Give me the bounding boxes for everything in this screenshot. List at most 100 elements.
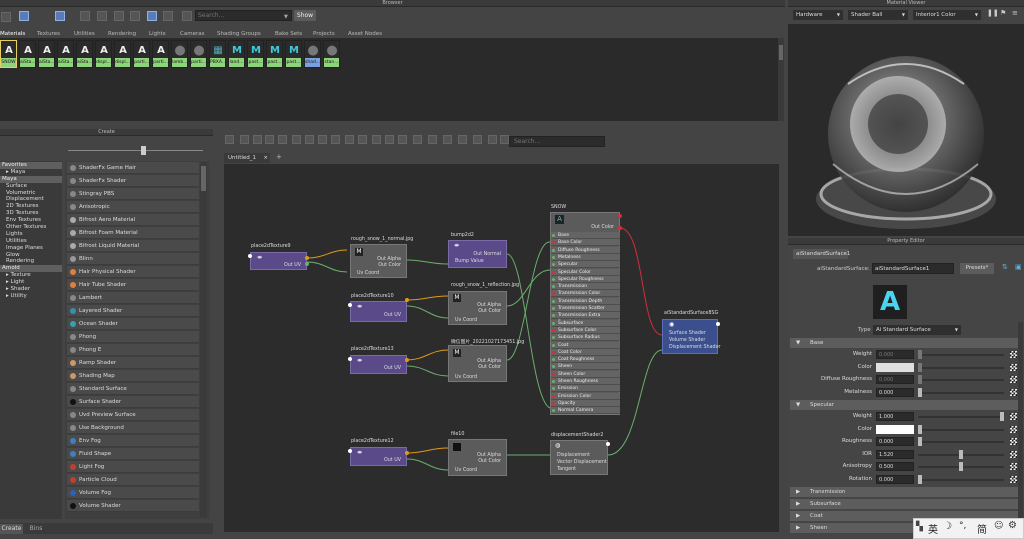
node-bump2d2[interactable]: ⇼ Out Normal Bump Value (448, 240, 507, 268)
snow-attr-row[interactable]: Specular Color (551, 268, 620, 276)
snow-attr-row[interactable]: Diffuse Roughness (551, 246, 620, 254)
shader-item[interactable]: Ocean Shader (67, 318, 199, 330)
bookmark-icon[interactable] (443, 135, 452, 144)
tree-item[interactable]: Favorites (0, 162, 62, 169)
port[interactable] (552, 277, 555, 281)
snow-attr-row[interactable]: Specular (551, 261, 620, 269)
shader-item[interactable]: Bifrost Liquid Material (67, 240, 199, 252)
snow-attr-row[interactable]: Coat Color (551, 348, 620, 356)
section-base[interactable]: ▼Base (790, 338, 1020, 348)
port[interactable] (405, 298, 409, 302)
browser-tab-rendering[interactable]: Rendering (108, 31, 137, 37)
port[interactable] (552, 285, 555, 289)
material-swatch[interactable]: ●shad... (304, 40, 321, 68)
property-slider[interactable] (918, 478, 1004, 481)
grid-icon[interactable] (398, 135, 407, 144)
port[interactable] (552, 299, 555, 303)
map-button-icon[interactable] (1010, 475, 1017, 483)
focus-icon[interactable]: ⇅ (1002, 263, 1008, 271)
property-node-tab[interactable]: aiStandardSurface1 (793, 249, 850, 259)
shader-item[interactable]: Layered Shader (67, 305, 199, 317)
port[interactable] (405, 358, 409, 362)
snow-attr-row[interactable]: Sheen Roughness (551, 378, 620, 385)
shader-item[interactable]: Hair Physical Shader (67, 266, 199, 278)
port[interactable] (552, 394, 555, 398)
property-slider[interactable] (918, 441, 1004, 443)
snow-attr-row[interactable]: Sheen Color (551, 370, 620, 378)
snow-attr-row[interactable]: Subsurface Color (551, 326, 620, 334)
tab-create[interactable]: Create (0, 524, 23, 534)
options-icon[interactable] (500, 135, 509, 144)
moon-icon[interactable]: ☽ (943, 521, 952, 532)
slider-knob[interactable] (918, 387, 922, 397)
node-file-reflection[interactable]: M Out Alpha Out Color Uv Coord (448, 291, 507, 325)
port[interactable] (552, 307, 555, 310)
map-button-icon[interactable] (1010, 413, 1017, 420)
property-value-field[interactable]: 0.000 (876, 350, 914, 359)
browser-tab-shading-groups[interactable]: Shading Groups (217, 31, 261, 37)
snow-attr-row[interactable]: Coat (551, 341, 620, 349)
layout-icon[interactable] (265, 135, 274, 144)
slider-knob[interactable] (918, 474, 922, 484)
tree-item[interactable]: 3D Textures (0, 210, 62, 217)
browser-tab-bake-sets[interactable]: Bake Sets (275, 31, 303, 37)
tree-item[interactable]: Volumetric (0, 190, 62, 197)
property-value-field[interactable]: 1.520 (876, 449, 914, 459)
refresh-icon[interactable] (163, 11, 173, 21)
tree-item[interactable]: ▸ Shader (6, 286, 30, 293)
expand-icon[interactable] (358, 135, 367, 144)
ime-settings-icon[interactable]: ☺ (994, 521, 1004, 531)
port[interactable] (348, 303, 352, 307)
snow-attr-row[interactable]: Specular Roughness (551, 275, 620, 283)
icon-view-icon[interactable] (55, 11, 65, 21)
sort-icon[interactable] (114, 11, 124, 21)
ime-punct-toggle[interactable]: °, (959, 521, 967, 531)
clear-icon[interactable] (253, 135, 262, 144)
menu-icon[interactable]: ≡ (1012, 9, 1018, 17)
shader-item[interactable]: Stingray PBS (67, 188, 199, 200)
port[interactable] (552, 292, 555, 296)
presets-button[interactable]: Presets* (960, 263, 994, 274)
create-slider-track[interactable] (68, 150, 203, 151)
property-slider[interactable] (918, 428, 1004, 431)
graph-down-icon[interactable] (240, 135, 249, 144)
property-slider[interactable] (918, 416, 1004, 418)
port[interactable] (552, 358, 555, 362)
browser-tab-textures[interactable]: Textures (37, 31, 60, 37)
snow-attr-row[interactable]: Transmission Scatter (551, 305, 620, 312)
create-scrollbar[interactable] (200, 162, 207, 517)
snow-attr-row[interactable]: Subsurface Radius (551, 334, 620, 342)
shader-item[interactable]: Phong E (67, 344, 199, 356)
property-value-field[interactable]: 1.000 (876, 412, 914, 421)
browser-show-button[interactable]: Show (294, 10, 316, 21)
port[interactable] (552, 270, 555, 274)
grid-view-icon[interactable] (97, 11, 107, 21)
material-swatch[interactable]: ●stan... (323, 40, 340, 68)
pin-icon[interactable] (473, 135, 482, 144)
slider-knob[interactable] (918, 362, 922, 372)
port[interactable] (552, 248, 555, 252)
shader-item[interactable]: Volume Fog (67, 487, 199, 499)
node-file-img[interactable]: M Out Alpha Out Color Uv Coord (448, 345, 507, 382)
port[interactable] (552, 321, 555, 325)
shader-item[interactable]: Bifrost Foam Material (67, 227, 199, 239)
shader-item[interactable]: Lambert (67, 292, 199, 304)
gear-icon[interactable]: ⚙ (1008, 520, 1017, 531)
browser-tab-projects[interactable]: Projects (313, 31, 335, 37)
port[interactable] (552, 380, 555, 383)
port[interactable] (552, 255, 555, 259)
tree-item[interactable]: Utilities (0, 238, 62, 245)
pause-icon[interactable]: ❚❚ (987, 9, 999, 17)
snow-attr-row[interactable]: Base (551, 232, 620, 239)
property-value-field[interactable]: 0.000 (876, 375, 914, 384)
tree-item[interactable]: ▸ Utility (6, 292, 27, 299)
shader-item[interactable]: Light Fog (67, 461, 199, 473)
search-graph-icon[interactable] (428, 135, 437, 144)
hide-icon[interactable] (458, 135, 467, 144)
